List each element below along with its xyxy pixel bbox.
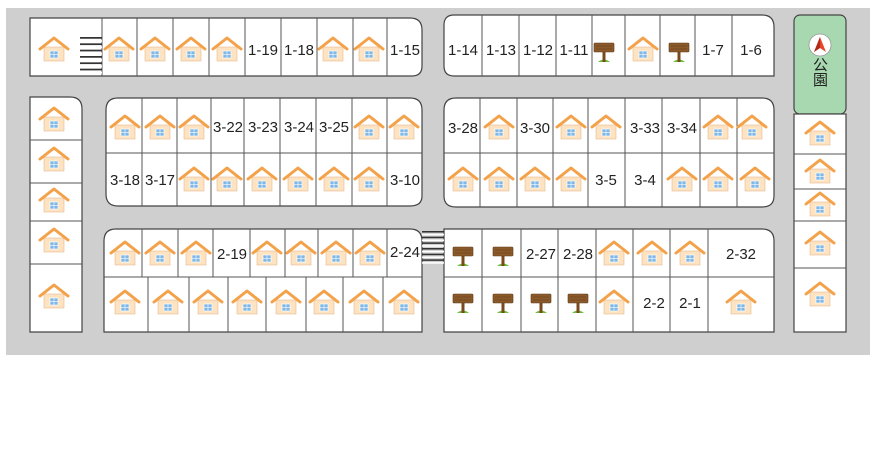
lot-label: 3-25 xyxy=(319,119,349,136)
crosswalk-icon xyxy=(80,37,444,264)
compass-icon xyxy=(808,33,832,57)
lot-label: 1-18 xyxy=(284,42,314,59)
lot-label: 1-6 xyxy=(740,42,762,59)
lot-label: 3-23 xyxy=(248,119,278,136)
lot-label: 2-1 xyxy=(679,295,701,312)
lot-label: 1-15 xyxy=(390,42,420,59)
lot-label: 1-13 xyxy=(486,42,516,59)
lot-label: 3-24 xyxy=(284,119,314,136)
lot-label: 1-11 xyxy=(560,42,589,59)
lot-label: 3-22 xyxy=(213,119,243,136)
lot-label: 1-12 xyxy=(523,42,553,59)
lot-label: 3-17 xyxy=(145,172,175,189)
lot-label: 1-7 xyxy=(702,42,724,59)
lot-label: 3-5 xyxy=(595,172,617,189)
lot-labels: 1-19 1-18 1-15 1-14 1-13 1-12 1-11 1-7 1-6 3-22 3-… xyxy=(110,42,762,312)
lot-label: 1-14 xyxy=(448,42,478,59)
park-label: 公園 xyxy=(811,57,829,87)
lot-label: 3-30 xyxy=(520,120,550,137)
lot-label: 3-10 xyxy=(390,172,420,189)
lot-label: 1-19 xyxy=(248,42,278,59)
lot-label: 3-33 xyxy=(630,120,660,137)
lot-label: 2-32 xyxy=(726,246,756,263)
lot-dividers xyxy=(30,15,846,332)
lot-label: 3-18 xyxy=(110,172,140,189)
lot-label: 3-28 xyxy=(448,120,478,137)
lot-label: 3-4 xyxy=(634,172,656,189)
lot-label: 3-34 xyxy=(667,120,697,137)
lot-label: 2-24 xyxy=(390,244,420,261)
lot-label: 2-28 xyxy=(563,246,593,263)
lot-label: 2-2 xyxy=(643,295,665,312)
lot-label: 2-27 xyxy=(526,246,556,263)
lot-label: 2-19 xyxy=(217,246,247,263)
